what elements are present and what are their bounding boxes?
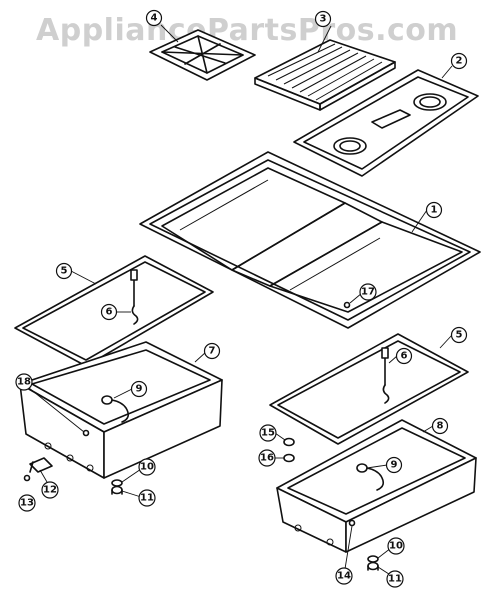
- callout-14: 14: [335, 567, 353, 585]
- callout-9-left: 9: [130, 380, 148, 398]
- callout-5-left-label: 5: [61, 266, 68, 277]
- callout-16: 16: [258, 449, 276, 467]
- callout-7: 7: [203, 342, 221, 360]
- part-16-washer: [283, 453, 295, 463]
- callout-6-right: 6: [395, 347, 413, 365]
- leader-lines: [23, 24, 453, 577]
- part-3-grill: [254, 39, 396, 111]
- part-6-probe-left: [130, 269, 139, 325]
- callout-2: 2: [450, 52, 468, 70]
- part-17-screw: [343, 301, 351, 309]
- callout-13-label: 13: [20, 498, 34, 509]
- part-9-element-left: [101, 395, 130, 423]
- callout-12-label: 12: [43, 485, 57, 496]
- callout-5-right: 5: [450, 326, 468, 344]
- part-14-screw: [348, 519, 356, 527]
- part-13-screw: [23, 474, 31, 482]
- part-2-cover-plate: [293, 69, 479, 177]
- callout-12: 12: [41, 481, 59, 499]
- part-15-washer: [283, 437, 295, 447]
- callout-1-label: 1: [431, 205, 438, 216]
- callout-13: 13: [18, 494, 36, 512]
- callout-11-right: 11: [386, 570, 404, 588]
- part-1-cooktop-frame: [139, 151, 481, 329]
- callout-10-left-label: 10: [140, 462, 154, 473]
- callout-6-left-label: 6: [106, 307, 113, 318]
- callout-16-label: 16: [260, 453, 274, 464]
- callout-8: 8: [431, 417, 449, 435]
- callout-10-left: 10: [138, 458, 156, 476]
- callout-9-right-label: 9: [391, 460, 398, 471]
- part-5-gasket-right: [269, 333, 469, 445]
- callout-18-label: 18: [17, 377, 31, 388]
- callout-9-right: 9: [385, 456, 403, 474]
- part-10-11-hardware-right: [367, 555, 379, 571]
- callout-6-left: 6: [100, 303, 118, 321]
- callout-4-label: 4: [151, 13, 158, 24]
- part-7-drip-pan-left: [19, 341, 223, 479]
- callout-11-left-label: 11: [140, 493, 154, 504]
- callout-2-label: 2: [456, 56, 463, 67]
- callout-10-right: 10: [387, 537, 405, 555]
- callout-6-right-label: 6: [401, 351, 408, 362]
- callout-18: 18: [15, 373, 33, 391]
- callout-1: 1: [425, 201, 443, 219]
- callout-11-left: 11: [138, 489, 156, 507]
- callout-14-label: 14: [337, 571, 351, 582]
- callout-17-label: 17: [361, 287, 375, 298]
- callout-5-left: 5: [55, 262, 73, 280]
- callout-3-label: 3: [320, 14, 327, 25]
- watermark-text: AppliancePartsPros.com: [36, 13, 458, 48]
- part-10-11-hardware-left: [111, 479, 123, 495]
- part-4-grate: [149, 29, 256, 81]
- callout-17: 17: [359, 283, 377, 301]
- part-18-screw: [82, 429, 90, 437]
- callout-11-right-label: 11: [388, 574, 402, 585]
- callout-3: 3: [314, 10, 332, 28]
- part-6-probe-right: [381, 347, 390, 404]
- callout-15: 15: [259, 424, 277, 442]
- callout-15-label: 15: [261, 428, 275, 439]
- callout-8-label: 8: [437, 421, 444, 432]
- callout-7-label: 7: [209, 346, 216, 357]
- callout-4: 4: [145, 9, 163, 27]
- part-8-drip-pan-right: [276, 419, 477, 553]
- callout-5-right-label: 5: [456, 330, 463, 341]
- callout-9-left-label: 9: [136, 384, 143, 395]
- callout-10-right-label: 10: [389, 541, 403, 552]
- part-12-bracket: [29, 457, 53, 473]
